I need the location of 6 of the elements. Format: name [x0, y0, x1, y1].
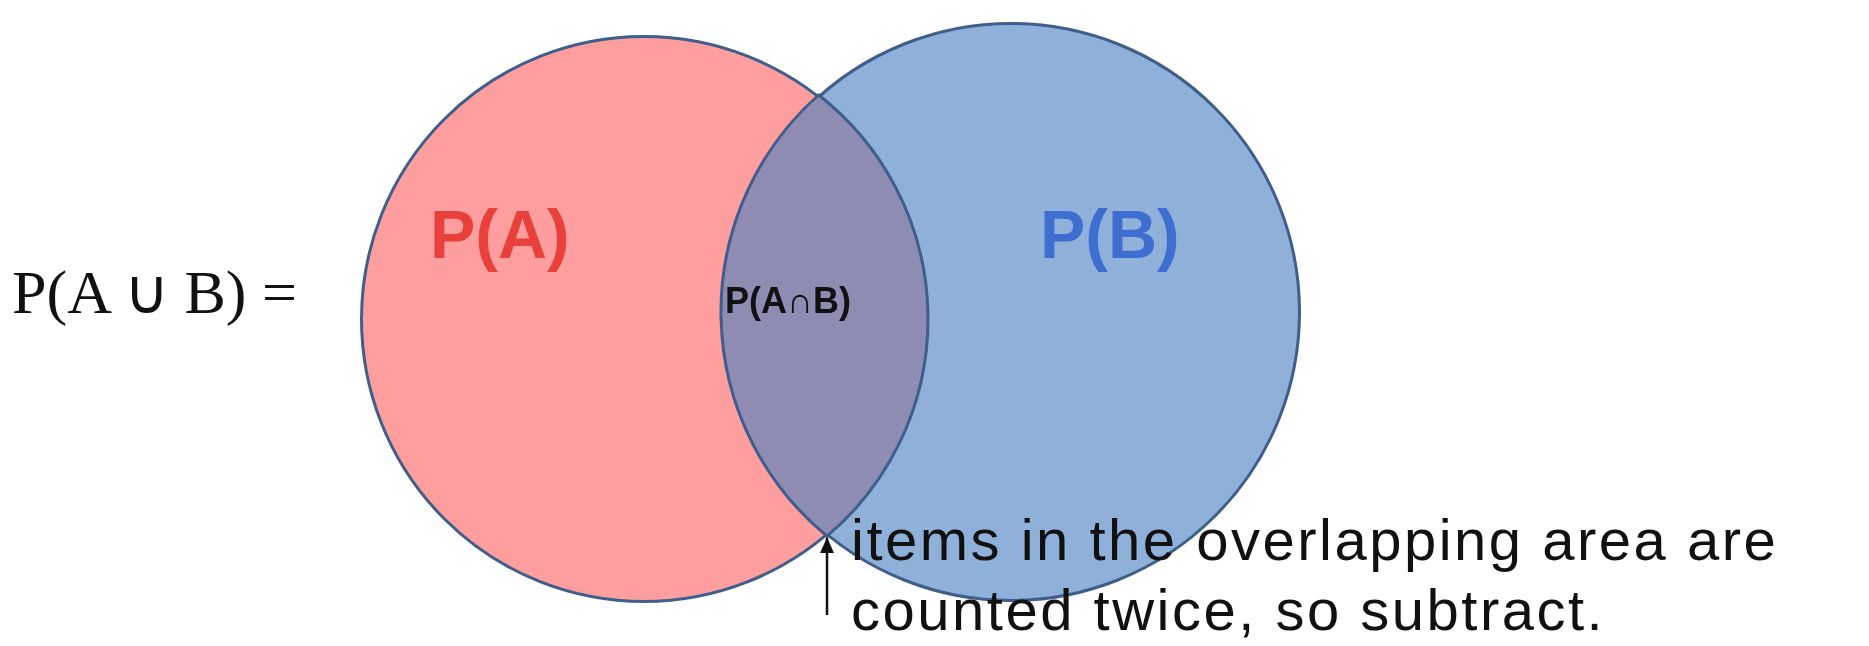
region-label: P(A)	[430, 195, 570, 273]
region-label: P(B)	[1040, 195, 1180, 273]
formula-text: P(A ∪ B) =	[12, 257, 297, 328]
note-text: items in the overlapping area are counted twice, so subtract.	[851, 506, 1780, 644]
region-label: P(A∩B)	[725, 280, 851, 322]
arrow	[820, 537, 834, 615]
